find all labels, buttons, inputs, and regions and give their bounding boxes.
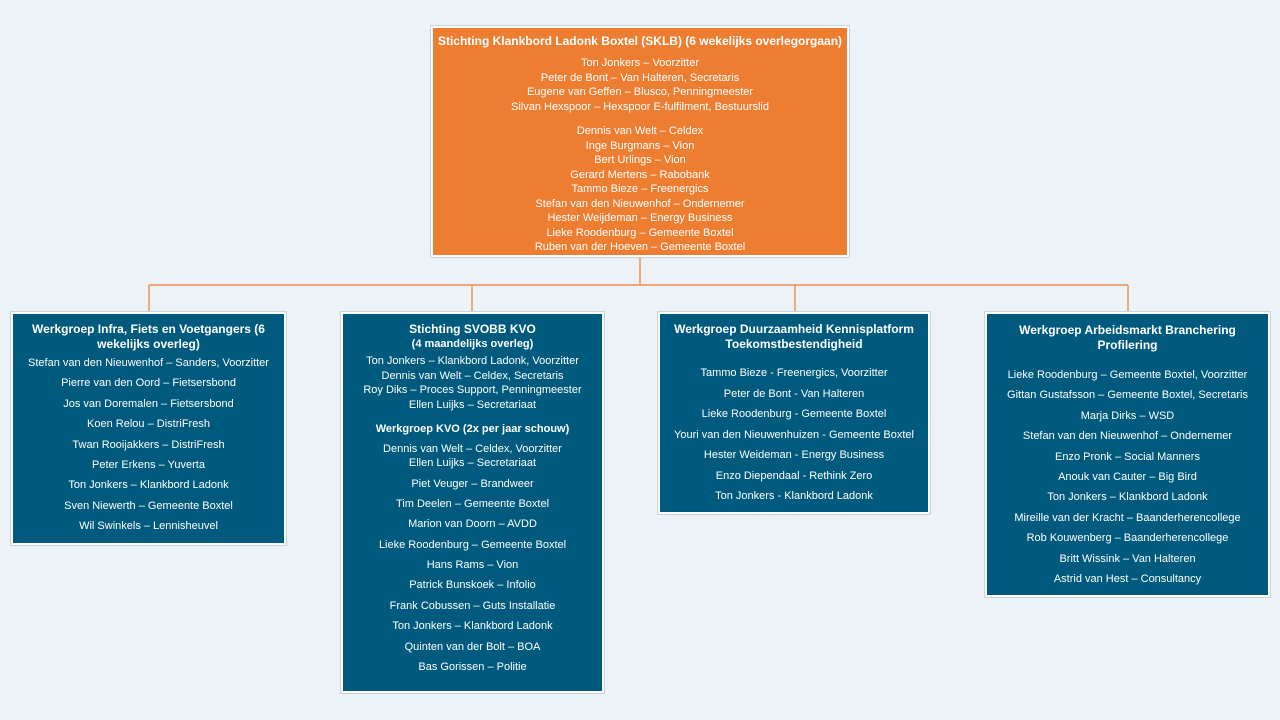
member: Marja Dirks – WSD [1080, 409, 1175, 422]
member: Twan Rooijakkers – DistriFresh [72, 438, 225, 451]
member: Ellen Luijks – Secretariaat [408, 398, 537, 411]
member: Roy Diks – Proces Support, Penningmeeste… [363, 384, 582, 396]
org-box-duurzaamheid-title: Werkgroep Duurzaamheid Kennisplatform To… [674, 322, 914, 351]
member: Enzo Diependaal - Rethink Zero [715, 469, 873, 482]
member: Koen Relou – DistriFresh [87, 418, 210, 431]
member: Sven Niewerth – Gemeente Boxtel [64, 499, 233, 512]
member: Enzo Pronk – Social Manners [1055, 450, 1200, 463]
member: Anouk van Cauter – Big Bird [1058, 470, 1197, 483]
member: Hester Weideman - Energy Business [703, 449, 885, 461]
member: Gerard Mertens – Rabobank [570, 168, 710, 181]
org-box-sklb-title: Stichting Klankbord Ladonk Boxtel (SKLB)… [437, 34, 843, 48]
member: Ruben van der Hoeven – Gemeente Boxtel [534, 241, 746, 253]
member: Youri van den Nieuwenhuizen - Gemeente B… [674, 428, 914, 441]
member: Tammo Bieze - Freenergics, Voorzitter [700, 367, 888, 379]
member: Lieke Roodenburg – Gemeente Boxtel [546, 226, 734, 239]
member: Peter de Bont - Van Halteren [723, 387, 865, 400]
org-box-infra-title: Werkgroep Infra, Fiets en Voetgangers (6… [32, 322, 265, 351]
kvo-subgroup-title: Werkgroep KVO (2x per jaar schouw) [375, 423, 570, 435]
org-box-svobb-subtitle: (4 maandelijks overleg) [411, 338, 534, 350]
member: Tammo Bieze – Freenergics [571, 183, 709, 195]
member: Rob Kouwenberg – Baanderherencollege [1026, 532, 1229, 545]
board-member: Eugene van Geffen – Blusco, Penningmeest… [526, 86, 754, 98]
member: Inge Burgmans – Vion [585, 139, 695, 152]
svobb-board-list: Ton Jonkers – Klankbord Ladonk, Voorzitt… [345, 354, 600, 412]
org-box-svobb-title: Stichting SVOBB KVO [409, 322, 536, 336]
member: Lieke Roodenburg – Gemeente Boxtel [378, 538, 567, 551]
board-member: Silvan Hexspoor – Hexspoor E-fulfilment,… [510, 100, 769, 113]
member: Britt Wissink – Van Halteren [1059, 552, 1196, 565]
board-member: Ton Jonkers – Voorzitter [580, 57, 699, 69]
member: Pierre van den Oord – Fietsersbond [61, 377, 236, 390]
member: Ton Jonkers – Klankbord Ladonk [392, 620, 553, 633]
org-box-arbeidsmarkt-title: Werkgroep Arbeidsmarkt Branchering Profi… [1019, 323, 1236, 352]
member: Marion van Doorn – AVDD [408, 518, 537, 531]
member: Gittan Gustafsson – Gemeente Boxtel, Sec… [1007, 389, 1248, 402]
member: Ton Jonkers - Klankbord Ladonk [715, 490, 873, 502]
org-box-duurzaamheid: Werkgroep Duurzaamheid Kennisplatform To… [658, 312, 930, 514]
board-list: Ton Jonkers – Voorzitter Peter de Bont –… [437, 56, 843, 114]
member: Ton Jonkers – Klankbord Ladonk [1047, 491, 1208, 504]
org-box-sklb: Stichting Klankbord Ladonk Boxtel (SKLB)… [431, 26, 849, 257]
member: Lieke Roodenburg - Gemeente Boxtel [701, 408, 887, 420]
member: Frank Cobussen – Guts Installatie [389, 599, 556, 612]
member: Patrick Bunskoek – Infolio [409, 579, 536, 592]
member: Ton Jonkers – Klankbord Ladonk [68, 479, 229, 492]
kvo-lead-list: Dennis van Welt – Celdex, Voorzitter Ell… [345, 442, 600, 471]
member: Stefan van den Nieuwenhof – Sanders, Voo… [28, 357, 269, 369]
member: Wil Swinkels – Lennisheuvel [79, 520, 218, 533]
member: Dennis van Welt – Celdex, Secretaris [381, 369, 564, 382]
org-box-arbeidsmarkt: Werkgroep Arbeidsmarkt Branchering Profi… [985, 312, 1270, 597]
org-box-infra: Werkgroep Infra, Fiets en Voetgangers (6… [11, 312, 286, 545]
member-list: Dennis van Welt – Celdex Inge Burgmans –… [437, 124, 843, 255]
member: Hester Weijdeman – Energy Business [547, 212, 733, 224]
member: Mireille van der Kracht – Baanderherenco… [1014, 511, 1241, 524]
member: Hans Rams – Vion [426, 559, 519, 572]
member: Peter Erkens – Yuverta [92, 458, 205, 471]
member: Piet Veuger – Brandweer [411, 477, 534, 490]
board-member: Peter de Bont – Van Halteren, Secretaris [540, 71, 740, 84]
member: Stefan van den Nieuwenhof – Ondernemer [1022, 430, 1233, 443]
member: Tim Deelen – Gemeente Boxtel [395, 497, 550, 510]
org-box-svobb: Stichting SVOBB KVO (4 maandelijks overl… [341, 312, 604, 693]
member: Dennis van Welt – Celdex [576, 125, 704, 137]
member: Jos van Doremalen – Fietsersbond [63, 397, 234, 410]
member: Dennis van Welt – Celdex, Voorzitter [383, 442, 562, 455]
member: Bas Gorissen – Politie [418, 661, 527, 674]
member: Ton Jonkers – Klankbord Ladonk, Voorzitt… [366, 355, 579, 367]
member: Stefan van den Nieuwenhof – Ondernemer [535, 197, 745, 210]
member: Astrid van Hest – Consultancy [1053, 572, 1202, 585]
member: Lieke Roodenburg – Gemeente Boxtel, Voor… [1007, 369, 1248, 381]
member: Bert Urlings – Vion [594, 154, 686, 166]
member: Ellen Luijks – Secretariaat [408, 457, 537, 469]
member: Quinten van der Bolt – BOA [404, 640, 541, 653]
